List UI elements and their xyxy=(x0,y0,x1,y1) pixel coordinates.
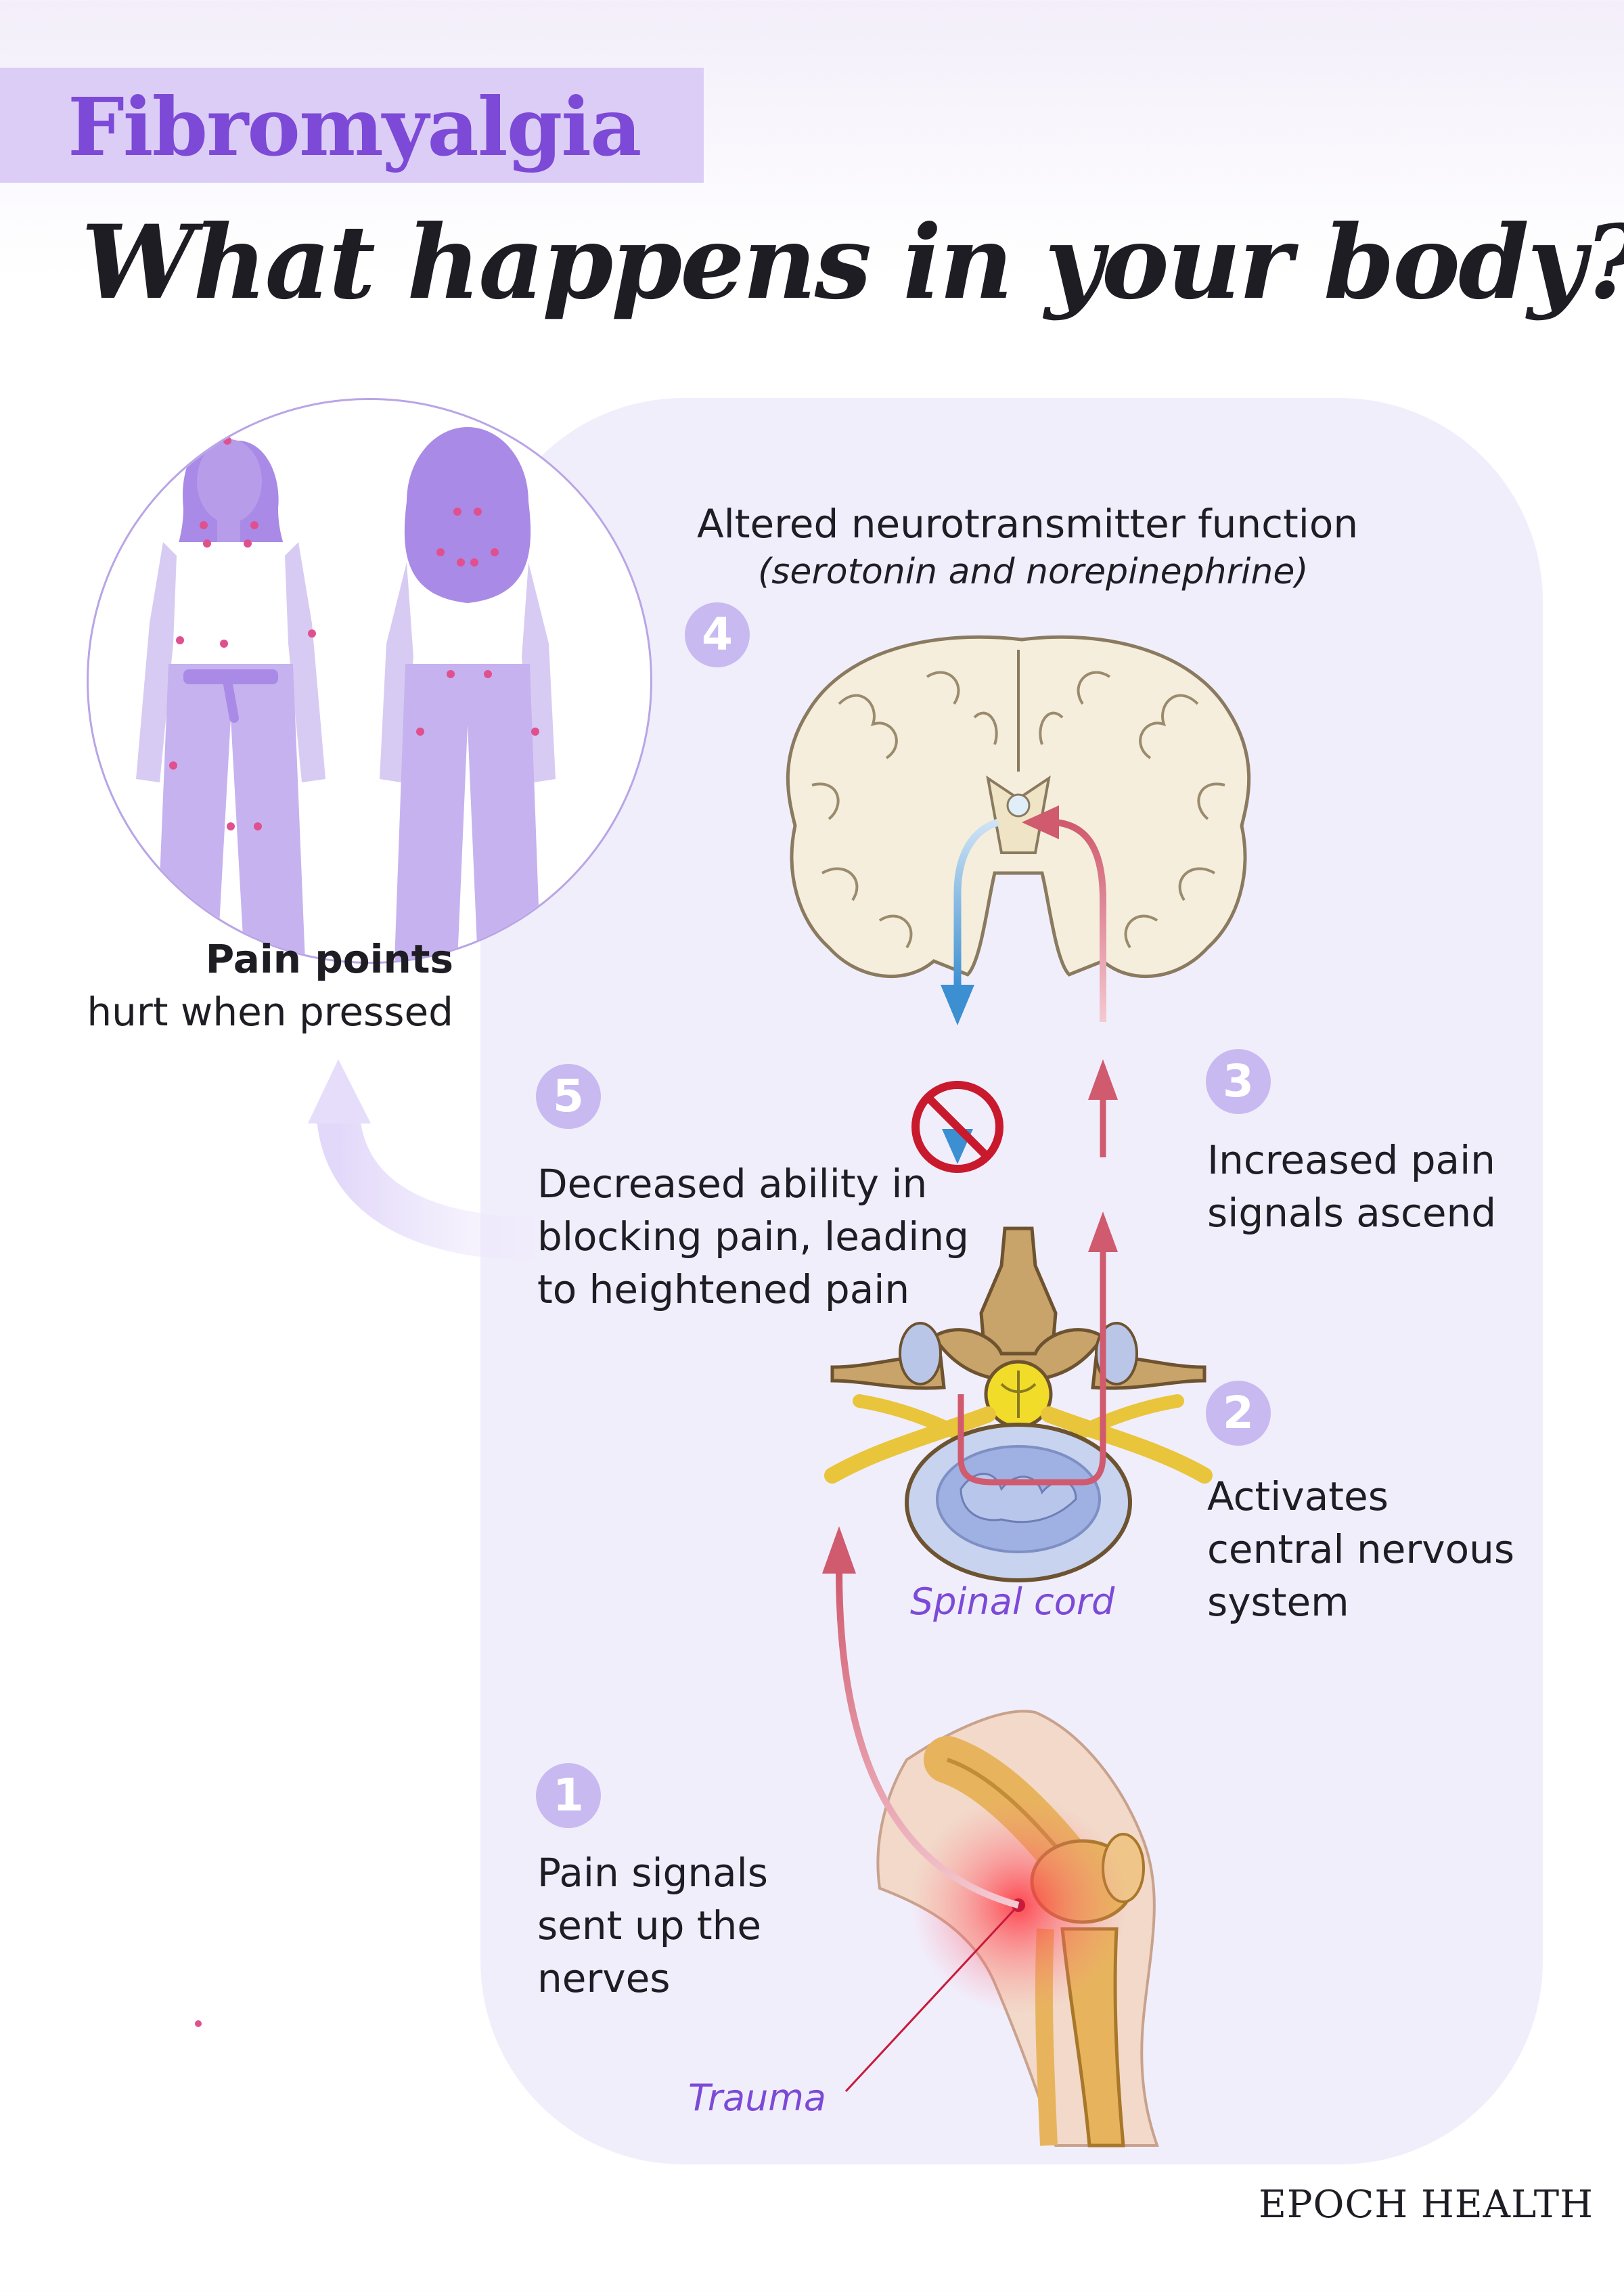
descending-signal-arrowhead-1 xyxy=(941,985,974,1025)
ascending-signal-through-spine xyxy=(957,1249,1106,1486)
step-1-line-3: nerves xyxy=(537,1955,671,2001)
step-5-badge: 5 xyxy=(536,1064,601,1129)
ascending-signal-into-brain xyxy=(1055,819,1106,1022)
step-2-badge: 2 xyxy=(1206,1381,1271,1446)
descending-signal-from-brain xyxy=(953,818,999,988)
ascending-signal-arrowhead-1 xyxy=(822,1526,856,1574)
trauma-label: Trauma xyxy=(688,2076,827,2119)
pain-points-subtitle: hurt when pressed xyxy=(87,989,453,1035)
back-figure xyxy=(380,427,556,962)
return-arrow-head xyxy=(308,1059,371,1124)
step-1-line-1: Pain signals xyxy=(537,1850,769,1896)
brand-logo: EPOCH HEALTH xyxy=(1259,2183,1594,2227)
spinal-cord-illustration xyxy=(824,1226,1213,1582)
step-4-subtitle: (serotonin and norepinephrine) xyxy=(758,552,1309,592)
tender-points xyxy=(169,437,539,830)
topic-band xyxy=(0,68,704,183)
step-1-badge: 1 xyxy=(536,1763,601,1828)
headline: What happens in your body? xyxy=(81,203,1624,322)
ascending-signal-arrowhead-3 xyxy=(1088,1059,1118,1100)
step-5-line-3: to heightened pain xyxy=(537,1266,910,1312)
step-3-badge: 3 xyxy=(1206,1049,1271,1114)
knee-illustration xyxy=(844,1710,1159,2148)
step-1-line-2: sent up the xyxy=(537,1903,762,1949)
return-arrow xyxy=(317,1114,535,1260)
front-figure xyxy=(136,439,325,962)
step-5-line-1: Decreased ability in xyxy=(537,1161,928,1207)
step-2-line-3: system xyxy=(1207,1579,1349,1625)
ascending-signal-arrowhead-4 xyxy=(1022,805,1059,839)
stray-dot xyxy=(195,2020,202,2027)
ascending-signal-arrowhead-2 xyxy=(1088,1211,1118,1252)
body-figures-illustration xyxy=(136,427,556,962)
step-4-badge: 4 xyxy=(685,602,750,667)
blocked-icon xyxy=(911,1081,1003,1173)
step-5-line-2: blocking pain, leading xyxy=(537,1214,969,1260)
step-2-line-1: Activates xyxy=(1207,1473,1389,1519)
pain-points-title: Pain points xyxy=(205,936,453,982)
brain-illustration xyxy=(786,635,1251,979)
ascending-signal-knee-to-spine xyxy=(836,1570,1020,1909)
spinal-cord-label: Spinal cord xyxy=(910,1580,1115,1623)
step-2-line-2: central nervous xyxy=(1207,1526,1515,1572)
pain-points-circle xyxy=(87,398,652,964)
step-3-line-1: Increased pain xyxy=(1207,1137,1495,1183)
step-3-line-2: signals ascend xyxy=(1207,1190,1497,1236)
trauma-leader-line xyxy=(844,1904,1020,2093)
topic-title: Fibromyalgia xyxy=(68,80,641,174)
step-4-title: Altered neurotransmitter function xyxy=(697,501,1359,547)
